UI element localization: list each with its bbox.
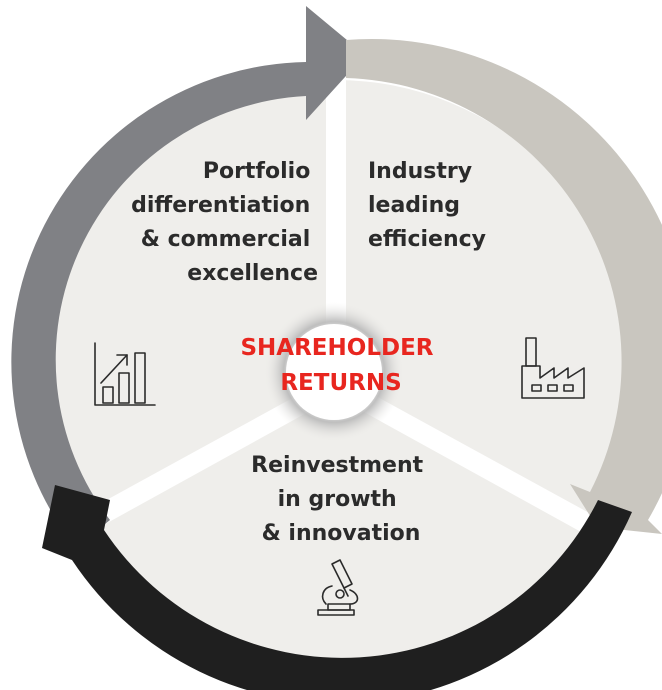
bar-chart-growth-icon xyxy=(94,342,156,406)
arrow-bottom-segment xyxy=(42,485,632,690)
arrow-right-segment xyxy=(346,39,662,534)
portfolio-line-1: Portfolio xyxy=(203,159,311,184)
center-line-1: SHAREHOLDER xyxy=(240,335,433,361)
efficiency-label: Industry leading efficiency xyxy=(368,159,486,252)
reinvestment-label: Reinvestment in growth & innovation xyxy=(251,453,431,546)
cycle-arrows xyxy=(11,6,662,690)
divider-right xyxy=(324,372,602,538)
efficiency-line-1: Industry xyxy=(368,159,472,184)
efficiency-line-3: efficiency xyxy=(368,227,486,252)
microscope-icon xyxy=(317,559,359,616)
factory-icon xyxy=(521,337,585,399)
efficiency-line-2: leading xyxy=(368,193,460,218)
center-line-2: RETURNS xyxy=(280,370,401,396)
portfolio-line-2: differentiation xyxy=(131,193,310,218)
reinvestment-line-2: in growth xyxy=(278,487,397,512)
portfolio-line-4: excellence xyxy=(187,261,318,286)
portfolio-label: Portfolio differentiation & commercial e… xyxy=(131,159,318,286)
center-label: SHAREHOLDER RETURNS xyxy=(240,335,441,396)
portfolio-line-3: & commercial xyxy=(141,227,311,252)
center-circle xyxy=(286,324,382,420)
reinvestment-line-1: Reinvestment xyxy=(251,453,423,478)
reinvestment-line-3: & innovation xyxy=(262,521,421,546)
arrow-left-segment xyxy=(11,6,365,548)
